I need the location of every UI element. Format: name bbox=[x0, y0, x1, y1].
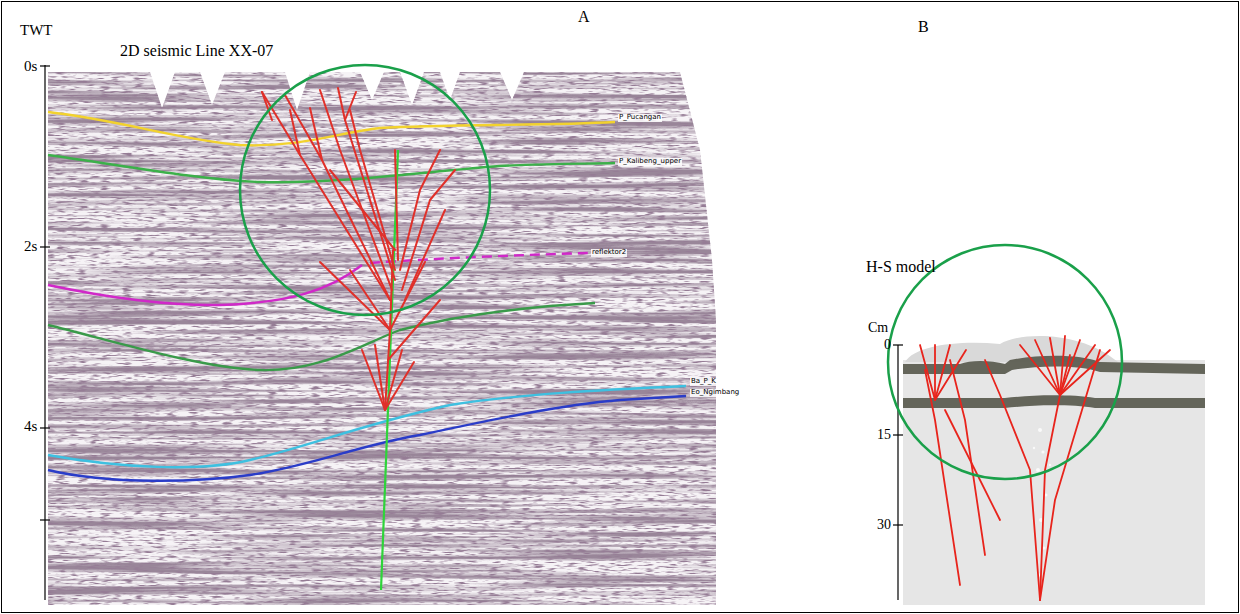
horizon-label: P_Pucangan bbox=[618, 114, 662, 122]
panel-label: B bbox=[918, 18, 929, 36]
highlight-circle bbox=[888, 245, 1122, 479]
fault-lines bbox=[262, 88, 455, 410]
horizon-label: P_Kalibeng_upper bbox=[618, 158, 682, 166]
horizon-line bbox=[48, 303, 595, 370]
model-fault-lines bbox=[920, 336, 1110, 600]
horizon-line bbox=[48, 265, 362, 305]
depth-axis bbox=[893, 345, 903, 600]
horizon-label: Eo_Ngimbang bbox=[690, 389, 740, 397]
horizon-label: Ba_P_K bbox=[690, 378, 717, 386]
tick-label: 15 bbox=[877, 427, 891, 442]
time-axis bbox=[40, 65, 50, 600]
model-title: H-S model bbox=[866, 258, 936, 276]
tick-label: 30 bbox=[877, 517, 891, 532]
horizon-label: reflektor2 bbox=[591, 249, 627, 257]
horizon-line bbox=[48, 112, 615, 145]
highlight-circle bbox=[240, 65, 490, 315]
tick-label: 0 bbox=[884, 337, 891, 352]
tick-label: 4s bbox=[24, 418, 37, 435]
section-title: 2D seismic Line XX-07 bbox=[120, 42, 273, 60]
axis-title: TWT bbox=[20, 22, 52, 39]
axis-title: Cm bbox=[868, 320, 888, 335]
tick-label: 0s bbox=[24, 58, 37, 75]
seismic-section bbox=[40, 60, 730, 614]
horizon-line bbox=[48, 396, 686, 481]
horizon-line bbox=[48, 386, 686, 467]
horizons bbox=[48, 112, 686, 481]
sandbox-model bbox=[903, 336, 1205, 605]
tick-label: 2s bbox=[24, 238, 37, 255]
panel-label: A bbox=[578, 8, 590, 26]
